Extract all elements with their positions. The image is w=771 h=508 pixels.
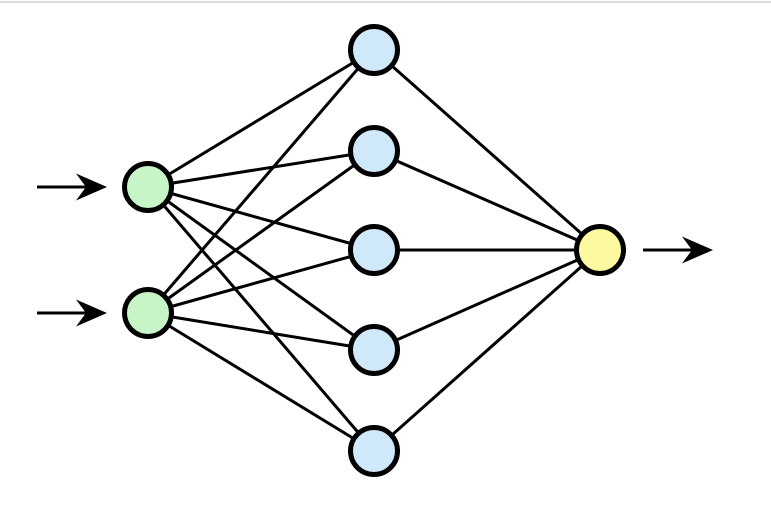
edge-input-2-hidden-1 bbox=[146, 49, 376, 314]
output-1-node bbox=[574, 224, 626, 276]
hidden-4-node bbox=[348, 324, 400, 376]
hidden-1-node bbox=[348, 24, 400, 76]
input-arrow-1-head-icon bbox=[76, 173, 107, 201]
edge-input-1-hidden-2 bbox=[147, 149, 375, 189]
edge-hidden-5-output-1 bbox=[373, 248, 601, 453]
hidden-5-node bbox=[348, 425, 400, 477]
edge-input-2-hidden-2 bbox=[147, 149, 375, 315]
edge-input-2-hidden-5 bbox=[147, 311, 375, 453]
input-2-node bbox=[122, 287, 174, 339]
edge-input-2-hidden-3 bbox=[147, 248, 375, 315]
edge-hidden-4-output-1 bbox=[373, 248, 601, 352]
edge-input-1-hidden-5 bbox=[146, 186, 376, 452]
input-arrow-2-head-icon bbox=[76, 299, 107, 327]
edge-input-1-hidden-4 bbox=[147, 185, 375, 352]
hidden-3-node bbox=[348, 224, 400, 276]
edge-input-1-hidden-1 bbox=[147, 48, 375, 189]
edge-hidden-2-output-1 bbox=[373, 149, 601, 252]
edge-hidden-1-output-1 bbox=[373, 48, 601, 252]
hidden-2-node bbox=[348, 125, 400, 177]
edge-input-2-hidden-4 bbox=[147, 311, 375, 352]
edge-input-1-hidden-3 bbox=[147, 185, 375, 252]
input-1-node bbox=[122, 161, 174, 213]
output-arrow-head-icon bbox=[682, 236, 713, 264]
